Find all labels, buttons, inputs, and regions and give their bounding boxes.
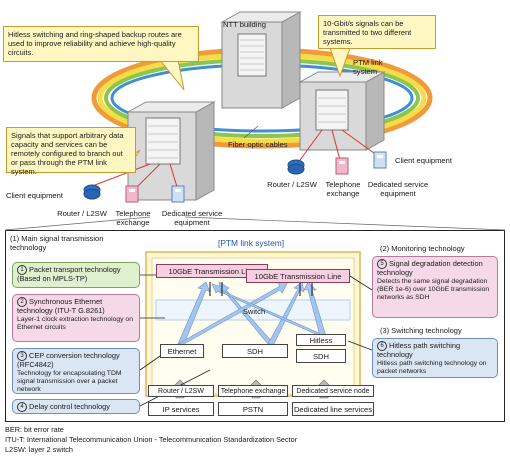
tech-title: Signal degradation detection technology: [377, 258, 483, 277]
monitoring-header: (2) Monitoring technology: [380, 244, 465, 253]
telephone-label-right: Telephone exchange: [325, 180, 361, 198]
dedicated-node: Dedicated service node: [292, 385, 374, 397]
switching-header: (3) Switching technology: [380, 326, 462, 335]
tech-desc: Technology for encapsulating TDM signal …: [17, 369, 122, 393]
router-label-left: Router / L2SW: [57, 209, 107, 218]
tech-desc: Detects the same signal degradation (BER…: [377, 277, 490, 301]
dedicated-label-left: Dedicated service equipment: [161, 209, 223, 227]
fiber-label-leader: [243, 125, 259, 139]
tech-title: Synchronous Ethernet technology (ITU-T G…: [17, 296, 105, 315]
dedicated-label-right: Dedicated service equipment: [367, 180, 429, 198]
tech-title: Delay control technology: [29, 401, 110, 411]
telephone-exchange-icon: [335, 157, 349, 175]
dedicated-equipment-icon: [171, 185, 185, 203]
router-icon: [287, 159, 305, 175]
client-equipment-label-right: Client equipment: [395, 156, 452, 165]
switch-label: Switch: [242, 307, 266, 316]
note-itu-t: ITU-T: International Telecommunication U…: [5, 435, 298, 444]
main-tech-header: (1) Main signal transmission technology: [10, 234, 104, 252]
network-illustration: [83, 11, 433, 203]
callout-hitless-switching: Hitless switching and ring-shaped backup…: [3, 26, 199, 62]
ip-services: IP services: [148, 402, 214, 416]
panel-connector: [4, 216, 506, 231]
telephone-exchange-icon: [125, 185, 139, 203]
ptm-building-left: [126, 101, 216, 201]
note-l2sw: L2SW: layer 2 switch: [5, 445, 73, 454]
router-node: Router / L2SW: [148, 385, 214, 397]
ptm-system-title: [PTM link system]: [218, 238, 285, 248]
ntt-building: [220, 11, 302, 109]
pstn: PSTN: [218, 402, 288, 416]
sdh-block-2: SDH: [296, 349, 346, 363]
dedicated-equipment-icon: [373, 151, 387, 169]
ethernet-block: Ethernet: [160, 344, 204, 358]
client-links-right: [299, 129, 379, 161]
telephone-node: Telephone exchange: [218, 385, 288, 397]
client-equipment-label-left: Client equipment: [6, 191, 63, 200]
sdh-block-1: SDH: [222, 344, 288, 358]
abbreviation-notes: BER: bit error rate ITU-T: International…: [5, 425, 297, 455]
callout-arbitrary-capacity: Signals that support arbitrary data capa…: [6, 127, 136, 176]
telephone-label-left: Telephone exchange: [115, 209, 151, 227]
ptm-building-right: [298, 71, 386, 151]
note-ber: BER: bit error rate: [5, 425, 64, 434]
dedicated-line-services: Dedicated line services: [292, 402, 374, 416]
router-label-right: Router / L2SW: [267, 180, 317, 189]
number-badge: 5: [377, 259, 387, 269]
ntt-building-label: NTT building: [223, 20, 266, 29]
transmission-line-2: 10GbE Transmission Line: [246, 269, 350, 283]
tech-title: CEP conversion technology (RFC4842): [17, 350, 120, 369]
transmission-line-1: 10GbE Transmission Line: [156, 264, 268, 278]
hitless-block: Hitless: [296, 334, 346, 346]
number-badge: 3: [17, 351, 27, 361]
number-badge: 6: [377, 341, 387, 351]
tech-title: Hitless path switching technology: [377, 340, 461, 359]
fiber-optic-cables-label: Fiber optic cables: [228, 140, 288, 149]
ptm-link-system-label: PTM link system: [353, 58, 383, 76]
callout-10g-signals: 10-Gbit/s signals can be transmitted to …: [318, 15, 436, 49]
router-icon: [83, 184, 101, 200]
number-badge: 2: [17, 297, 27, 307]
tech-desc: Hitless path switching technology on pac…: [377, 359, 487, 375]
tech-title: Packet transport technology (Based on MP…: [17, 264, 121, 283]
number-badge: 4: [17, 402, 27, 412]
tech-desc: Layer-1 clock extraction technology on E…: [17, 315, 133, 331]
